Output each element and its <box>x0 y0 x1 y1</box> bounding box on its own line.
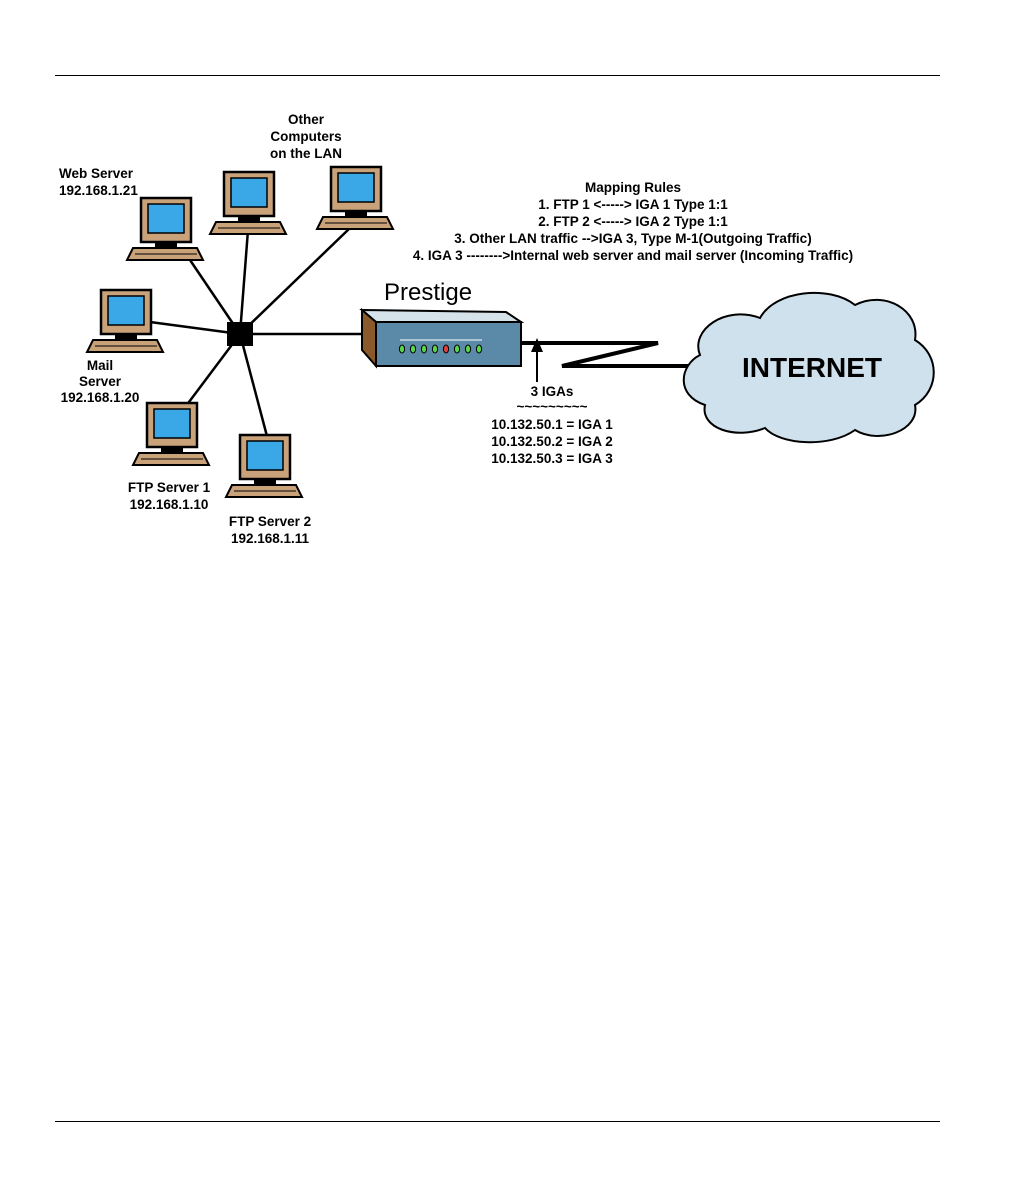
computer-other-1 <box>208 170 288 236</box>
other-computers-line-2: Computers <box>270 129 341 144</box>
iga-title: 3 IGAs <box>531 384 574 399</box>
other-computers-line-3: on the LAN <box>270 146 342 161</box>
other-computers-line-1: Other <box>288 112 325 127</box>
router-prestige <box>359 307 525 369</box>
computer-mail-server <box>85 288 165 354</box>
label-other-computers: Other Computers on the LAN <box>270 112 342 161</box>
mapping-rule-2: 2. FTP 2 <-----> IGA 2 Type 1:1 <box>538 214 728 229</box>
iga-entry-3: 10.132.50.3 = IGA 3 <box>491 451 613 466</box>
ftp-server-1-name: FTP Server 1 <box>128 480 211 495</box>
computer-web-server <box>125 196 205 262</box>
computer-ftp-server-2 <box>224 433 304 499</box>
hub-switch <box>227 322 253 346</box>
label-web-server: Web Server 192.168.1.21 <box>59 166 138 198</box>
top-rule <box>55 75 940 76</box>
mapping-rule-3: 3. Other LAN traffic -->IGA 3, Type M-1(… <box>454 231 811 246</box>
mapping-rules: Mapping Rules 1. FTP 1 <-----> IGA 1 Typ… <box>413 180 853 263</box>
mail-server-line-1: Mail <box>87 358 113 373</box>
ftp-server-1-ip: 192.168.1.10 <box>130 497 209 512</box>
label-ftp-server-2: FTP Server 2 192.168.1.11 <box>229 514 311 546</box>
router-leds <box>398 344 483 354</box>
ftp-server-2-name: FTP Server 2 <box>229 514 311 529</box>
label-mail-server: Mail Server 192.168.1.20 <box>61 358 140 405</box>
bottom-rule <box>55 1121 940 1122</box>
iga-entry-2: 10.132.50.2 = IGA 2 <box>491 434 612 449</box>
internet-cloud <box>682 292 935 444</box>
lan-links <box>149 227 364 441</box>
label-ftp-server-1: FTP Server 1 192.168.1.10 <box>128 480 211 512</box>
iga-separator: ~~~~~~~~~ <box>517 399 588 414</box>
mapping-rule-1: 1. FTP 1 <-----> IGA 1 Type 1:1 <box>538 197 728 212</box>
mail-server-ip: 192.168.1.20 <box>61 390 140 405</box>
ftp-server-2-ip: 192.168.1.11 <box>231 531 310 546</box>
computer-ftp-server-1 <box>131 401 211 467</box>
web-server-name: Web Server <box>59 166 134 181</box>
mapping-rules-title: Mapping Rules <box>585 180 681 195</box>
network-diagram: Other Computers on the LAN Web Server 19… <box>59 112 935 546</box>
iga-arrow <box>531 338 543 382</box>
iga-list: 3 IGAs ~~~~~~~~~ 10.132.50.1 = IGA 1 10.… <box>491 384 613 466</box>
mapping-rule-4: 4. IGA 3 -------->Internal web server an… <box>413 248 853 263</box>
internet-label: INTERNET <box>742 352 882 383</box>
router-label: Prestige <box>384 279 472 306</box>
mail-server-line-2: Server <box>79 374 122 389</box>
wan-link <box>521 341 690 368</box>
computer-other-2 <box>315 165 395 231</box>
web-server-ip: 192.168.1.21 <box>59 183 138 198</box>
iga-entry-1: 10.132.50.1 = IGA 1 <box>491 417 613 432</box>
